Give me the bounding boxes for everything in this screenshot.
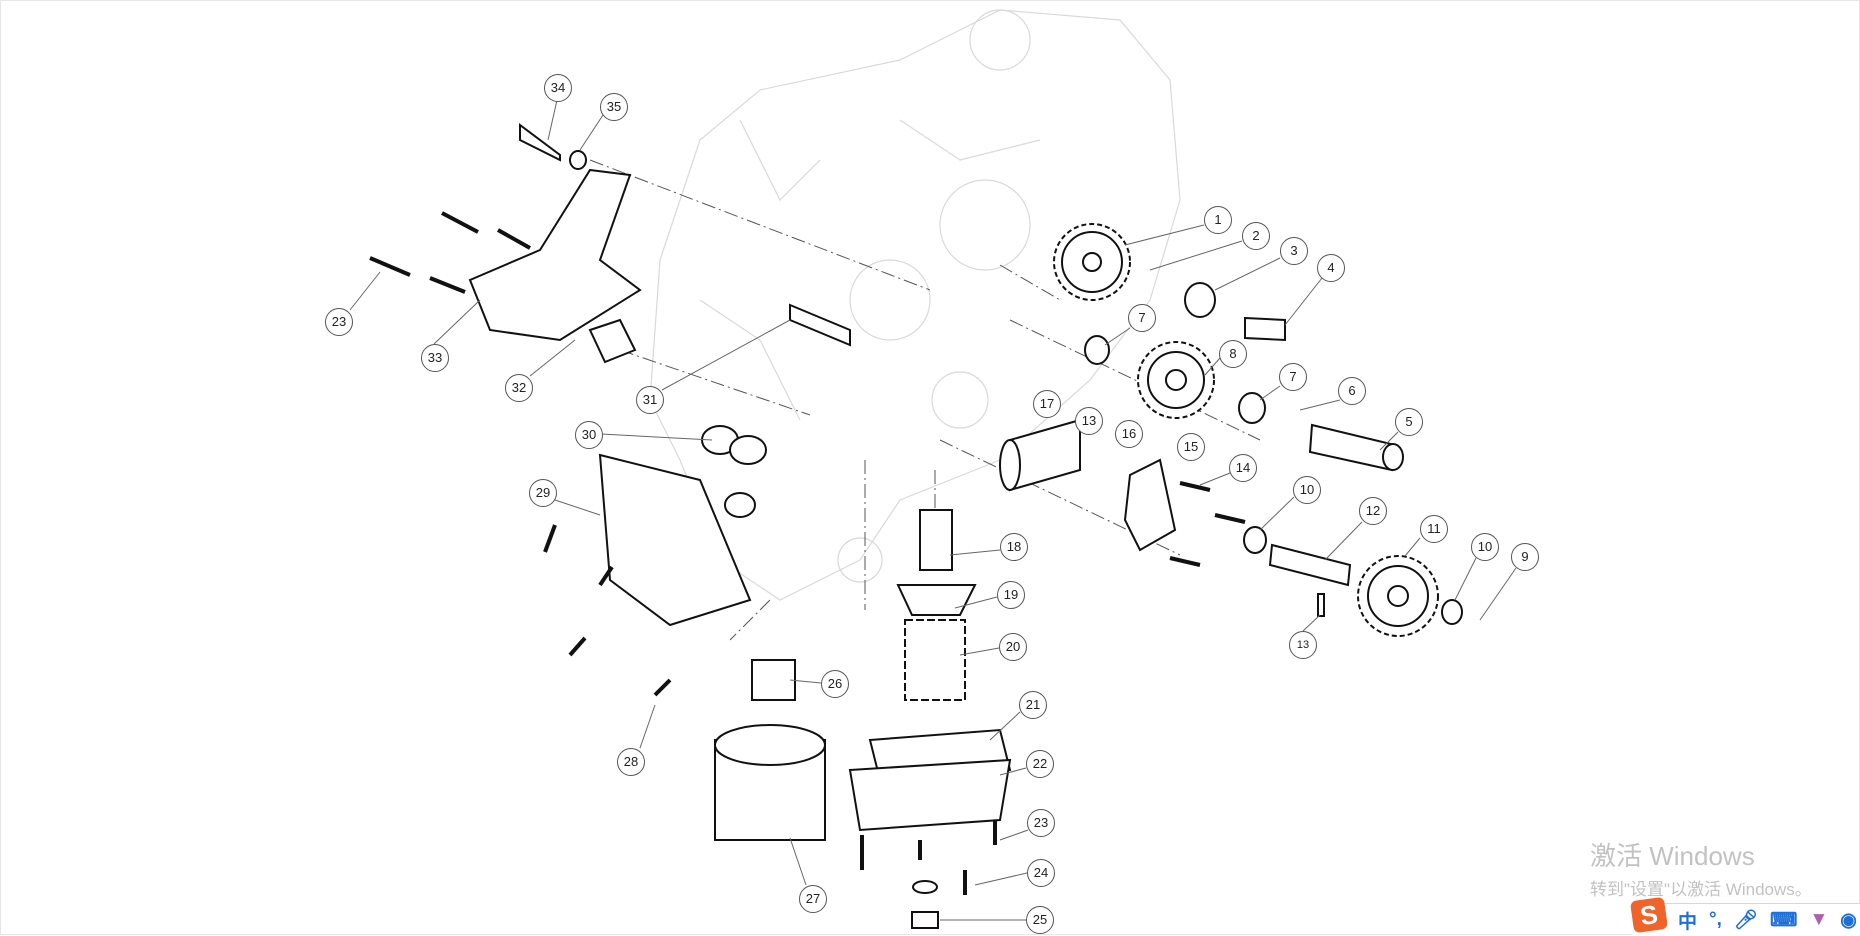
callout: 13 bbox=[1289, 631, 1317, 659]
callout: 21 bbox=[1019, 691, 1047, 719]
callout: 14 bbox=[1229, 454, 1257, 482]
leader-lines bbox=[349, 99, 1517, 921]
callout: 27 bbox=[799, 885, 827, 913]
callout: 7 bbox=[1128, 304, 1156, 332]
callout: 20 bbox=[999, 633, 1027, 661]
ime-toolbar: S 中 °, 🎤︎ ⌨︎ ▼ ◉ bbox=[1629, 896, 1860, 936]
engine-case-outline bbox=[649, 9, 1181, 601]
callout: 33 bbox=[421, 344, 449, 372]
sogou-logo-icon[interactable]: S bbox=[1629, 896, 1669, 934]
callout: 12 bbox=[1359, 497, 1387, 525]
callout: 23 bbox=[325, 308, 353, 336]
callout: 31 bbox=[636, 386, 664, 414]
activate-windows-watermark: 激活 Windows 转到"设置"以激活 Windows。 bbox=[1590, 836, 1812, 900]
callout: 2 bbox=[1242, 222, 1270, 250]
callout: 10 bbox=[1293, 476, 1321, 504]
callout: 23 bbox=[1027, 809, 1055, 837]
callout: 4 bbox=[1317, 254, 1345, 282]
callout: 16 bbox=[1115, 420, 1143, 448]
ime-punctuation-toggle[interactable]: °, bbox=[1709, 909, 1722, 930]
callout: 3 bbox=[1280, 237, 1308, 265]
callout: 6 bbox=[1338, 377, 1366, 405]
callout: 22 bbox=[1026, 750, 1054, 778]
callout: 7 bbox=[1279, 363, 1307, 391]
callout: 8 bbox=[1219, 340, 1247, 368]
watermark-title: 激活 Windows bbox=[1590, 841, 1755, 871]
callout: 28 bbox=[617, 748, 645, 776]
ime-language-toggle[interactable]: 中 bbox=[1678, 911, 1698, 933]
callout: 34 bbox=[544, 74, 572, 102]
callout: 10 bbox=[1471, 533, 1499, 561]
skin-icon[interactable]: ▼ bbox=[1809, 909, 1829, 930]
callout: 18 bbox=[1000, 533, 1028, 561]
callout: 32 bbox=[505, 374, 533, 402]
callout: 1 bbox=[1204, 206, 1232, 234]
callout: 13 bbox=[1075, 407, 1103, 435]
callout: 19 bbox=[997, 581, 1025, 609]
microphone-icon[interactable]: 🎤︎ bbox=[1733, 910, 1759, 931]
callout: 17 bbox=[1033, 390, 1061, 418]
callout: 24 bbox=[1027, 859, 1055, 887]
callout: 35 bbox=[600, 93, 628, 121]
keyboard-icon[interactable]: ⌨︎ bbox=[1770, 909, 1798, 931]
watermark-subtitle: 转到"设置"以激活 Windows。 bbox=[1590, 880, 1812, 899]
gears bbox=[1053, 223, 1439, 637]
gamepad-icon[interactable]: ◉ bbox=[1840, 909, 1857, 931]
callout: 15 bbox=[1177, 433, 1205, 461]
callout: 9 bbox=[1511, 543, 1539, 571]
callout: 25 bbox=[1026, 906, 1054, 934]
callout: 30 bbox=[575, 421, 603, 449]
callout: 26 bbox=[821, 670, 849, 698]
callout: 5 bbox=[1395, 408, 1423, 436]
callout: 29 bbox=[529, 479, 557, 507]
callout: 11 bbox=[1420, 515, 1448, 543]
